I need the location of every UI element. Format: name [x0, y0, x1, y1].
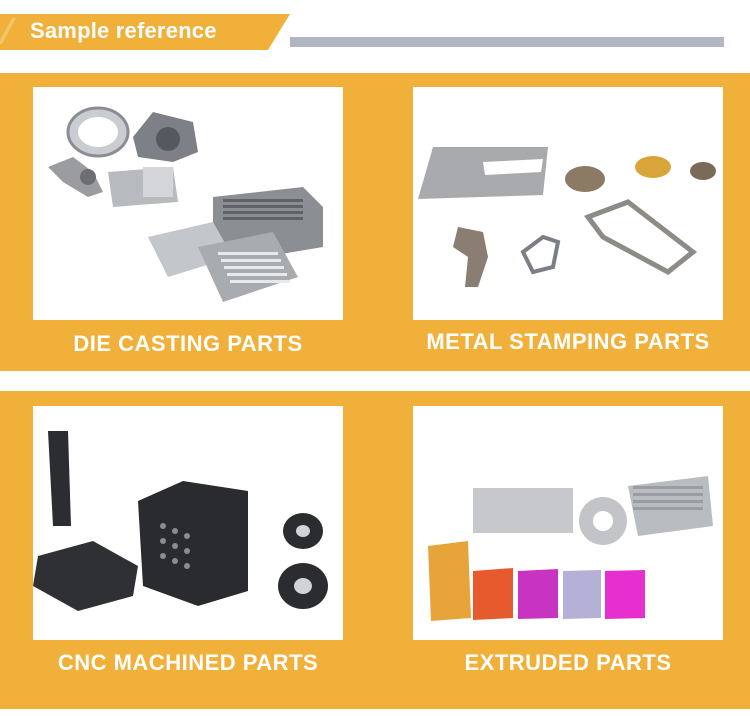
die-casting-photo: [33, 87, 343, 320]
extruded-parts-image: [428, 476, 713, 621]
metal-stamping-photo: [413, 87, 723, 320]
header-banner: Sample reference: [0, 14, 290, 50]
header-banner-shape: [0, 14, 290, 50]
panel-caption-cnc-machined: CNC MACHINED PARTS: [57, 650, 319, 675]
panel-caption-extruded: EXTRUDED PARTS: [464, 650, 672, 675]
die-casting-parts-image: [48, 106, 323, 302]
metal-stamping-parts-image: [418, 147, 716, 287]
header-title: Sample reference: [30, 18, 217, 43]
panel-caption-die-casting: DIE CASTING PARTS: [73, 331, 303, 356]
cnc-machined-parts-image: [33, 431, 328, 611]
cnc-machined-photo: [33, 406, 343, 640]
header-rule: [290, 37, 724, 47]
extruded-photo: [413, 406, 723, 640]
panel-caption-metal-stamping: METAL STAMPING PARTS: [426, 329, 710, 354]
